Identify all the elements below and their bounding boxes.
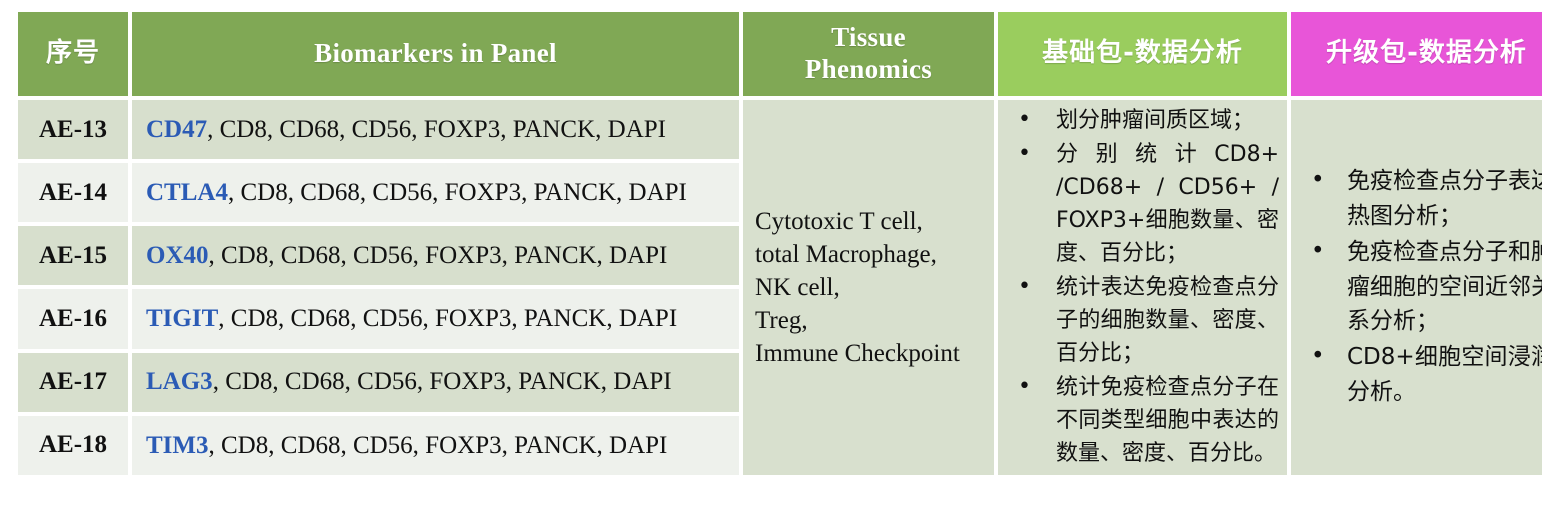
column-header-basic-package: 基础包-数据分析 <box>998 12 1287 96</box>
table-row: AE-13 CD47, CD8, CD68, CD56, FOXP3, PANC… <box>18 100 1542 475</box>
biomarker-highlight: OX40 <box>146 242 209 270</box>
column-header-no: 序号 <box>18 12 128 96</box>
column-header-tissue-line2: Phenomics <box>804 54 933 84</box>
cell-tissue-phenomics: Cytotoxic T cell, total Macrophage, NK c… <box>743 100 994 475</box>
tissue-phenomics-line: Immune Checkpoint <box>755 340 960 367</box>
biomarker-highlight: CTLA4 <box>146 178 228 206</box>
cell-biomarkers: OX40, CD8, CD68, CD56, FOXP3, PANCK, DAP… <box>132 226 739 286</box>
tissue-phenomics-line: NK cell, <box>755 274 840 301</box>
biomarker-list: , CD8, CD68, CD56, FOXP3, PANCK, DAPI <box>227 178 687 206</box>
biomarker-panel-table-container: 序号 Biomarkers in Panel Tissue Phenomics … <box>18 12 1542 522</box>
cell-biomarkers: TIM3, CD8, CD68, CD56, FOXP3, PANCK, DAP… <box>132 415 739 475</box>
biomarker-highlight: TIM3 <box>146 431 209 459</box>
column-header-basic-package-label: 基础包-数据分析 <box>1042 38 1243 69</box>
upgrade-package-list: 免疫检查点分子表达热图分析； 免疫检查点分子和肿瘤细胞的空间近邻关系分析； CD… <box>1293 163 1542 411</box>
table-row: AE-15 OX40, CD8, CD68, CD56, FOXP3, PANC… <box>18 226 1542 286</box>
cell-panel-id: AE-14 <box>18 163 128 223</box>
column-header-biomarkers: Biomarkers in Panel <box>132 12 739 96</box>
biomarker-highlight: TIGIT <box>146 305 219 333</box>
column-header-tissue-line1: Tissue <box>831 22 906 53</box>
list-item: 划分肿瘤间质区域； <box>1008 103 1279 137</box>
basic-package-list: 划分肿瘤间质区域； 分别统计CD8+ /CD68+ / CD56+ / FOXP… <box>1000 103 1285 470</box>
column-header-no-label: 序号 <box>45 38 100 69</box>
column-header-biomarkers-label: Biomarkers in Panel <box>314 38 557 69</box>
cell-panel-id: AE-13 <box>18 100 128 160</box>
table-row: AE-16 TIGIT, CD8, CD68, CD56, FOXP3, PAN… <box>18 289 1542 349</box>
biomarker-list: , CD8, CD68, CD56, FOXP3, PANCK, DAPI <box>208 242 668 270</box>
list-item: 免疫检查点分子和肿瘤细胞的空间近邻关系分析； <box>1301 234 1542 340</box>
cell-panel-id: AE-15 <box>18 226 128 286</box>
table-row: AE-17 LAG3, CD8, CD68, CD56, FOXP3, PANC… <box>18 352 1542 412</box>
biomarker-list: , CD8, CD68, CD56, FOXP3, PANCK, DAPI <box>212 368 672 396</box>
list-item: 统计表达免疫检查点分子的细胞数量、密度、百分比； <box>1008 270 1279 370</box>
cell-basic-package-analysis: 划分肿瘤间质区域； 分别统计CD8+ /CD68+ / CD56+ / FOXP… <box>998 100 1287 475</box>
cell-biomarkers: TIGIT, CD8, CD68, CD56, FOXP3, PANCK, DA… <box>132 289 739 349</box>
cell-panel-id: AE-16 <box>18 289 128 349</box>
biomarker-panel-table: 序号 Biomarkers in Panel Tissue Phenomics … <box>18 12 1542 479</box>
list-item: 统计免疫检查点分子在不同类型细胞中表达的数量、密度、百分比。 <box>1008 370 1279 470</box>
column-header-upgrade-package: 升级包-数据分析 <box>1291 12 1542 96</box>
cell-panel-id: AE-17 <box>18 352 128 412</box>
biomarker-list: , CD8, CD68, CD56, FOXP3, PANCK, DAPI <box>207 115 666 143</box>
biomarker-list: , CD8, CD68, CD56, FOXP3, PANCK, DAPI <box>218 305 678 333</box>
tissue-phenomics-line: Treg, <box>755 307 808 334</box>
biomarker-highlight: CD47 <box>146 115 208 143</box>
cell-upgrade-package-analysis: 免疫检查点分子表达热图分析； 免疫检查点分子和肿瘤细胞的空间近邻关系分析； CD… <box>1291 100 1542 475</box>
table-row: AE-14 CTLA4, CD8, CD68, CD56, FOXP3, PAN… <box>18 163 1542 223</box>
column-header-tissue-phenomics: Tissue Phenomics <box>743 12 994 96</box>
tissue-phenomics-line: Cytotoxic T cell, <box>755 208 923 235</box>
list-item: CD8+细胞空间浸润分析。 <box>1301 339 1542 410</box>
list-item: 分别统计CD8+ /CD68+ / CD56+ / FOXP3+细胞数量、密度、… <box>1008 137 1279 270</box>
cell-biomarkers: CD47, CD8, CD68, CD56, FOXP3, PANCK, DAP… <box>132 100 739 160</box>
column-header-upgrade-package-label: 升级包-数据分析 <box>1326 38 1527 69</box>
cell-biomarkers: LAG3, CD8, CD68, CD56, FOXP3, PANCK, DAP… <box>132 352 739 412</box>
biomarker-highlight: LAG3 <box>146 368 213 396</box>
cell-panel-id: AE-18 <box>18 415 128 475</box>
list-item: 免疫检查点分子表达热图分析； <box>1301 163 1542 234</box>
table-header-row: 序号 Biomarkers in Panel Tissue Phenomics … <box>18 12 1542 96</box>
tissue-phenomics-line: total Macrophage, <box>755 241 937 268</box>
table-row: AE-18 TIM3, CD8, CD68, CD56, FOXP3, PANC… <box>18 415 1542 475</box>
biomarker-list: , CD8, CD68, CD56, FOXP3, PANCK, DAPI <box>208 431 668 459</box>
cell-biomarkers: CTLA4, CD8, CD68, CD56, FOXP3, PANCK, DA… <box>132 163 739 223</box>
